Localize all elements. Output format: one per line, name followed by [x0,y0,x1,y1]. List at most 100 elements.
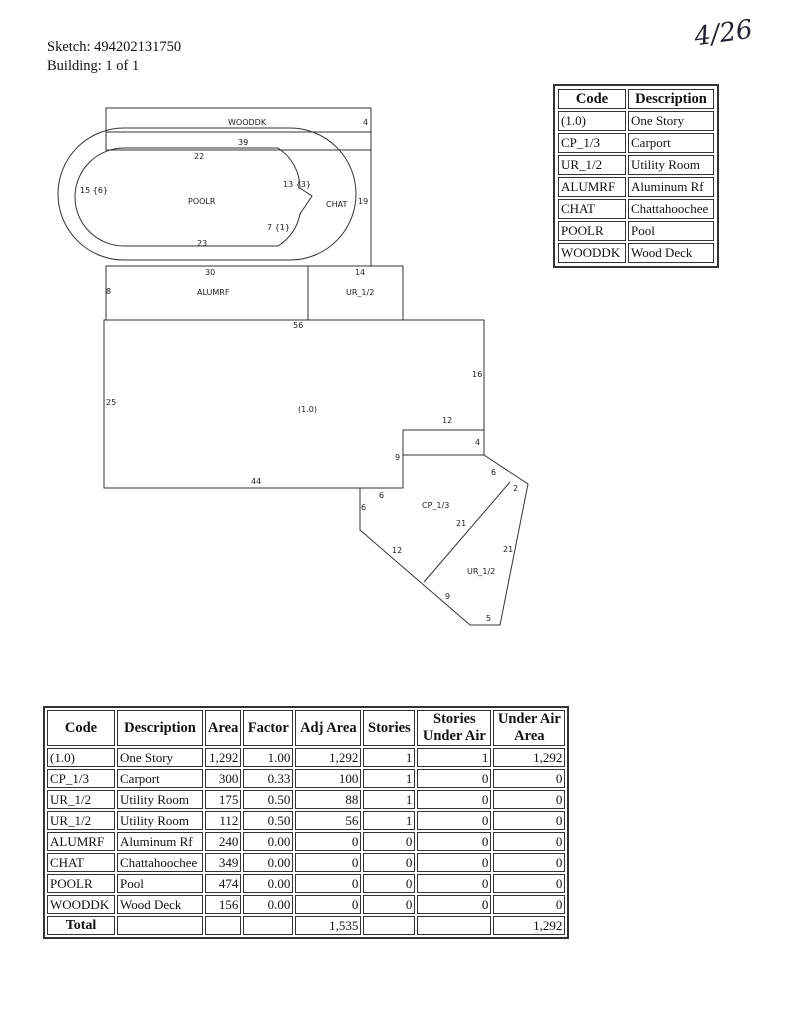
dim-label: 22 [194,152,204,161]
cell-area: 1,292 [205,748,242,767]
label-ur-top: UR_1/2 [346,288,374,297]
dim-label: 16 [472,370,482,379]
cell-code: CHAT [47,853,115,872]
total-empty-cell [205,916,242,935]
legend-code: POOLR [558,221,626,241]
cell-code: ALUMRF [47,832,115,851]
cell-adj-area: 100 [295,769,362,788]
carport-divider [423,481,511,583]
dim-label: 25 [106,398,116,407]
legend-code: CHAT [558,199,626,219]
cell-area: 112 [205,811,242,830]
dim-label: 12 [442,416,452,425]
total-under-air-area: 1,292 [493,916,566,935]
pool-inner-shape [74,147,313,247]
cell-stories: 0 [363,895,416,914]
label-alumrf: ALUMRF [197,288,230,297]
label-chat: CHAT [326,200,347,209]
header-under-air-area: Under Air Area [493,710,566,746]
legend-row: (1.0)One Story [558,111,714,131]
dim-label: 19 [358,197,368,206]
cell-stories: 1 [363,769,416,788]
cell-description: Pool [117,874,203,893]
cell-stories-under-air: 0 [417,895,492,914]
wood-deck-shape [105,107,372,133]
cell-description: Carport [117,769,203,788]
cell-stories-under-air: 0 [417,874,492,893]
cell-area: 474 [205,874,242,893]
label-cp: CP_1/3 [422,501,449,510]
cell-code: WOODDK [47,895,115,914]
cell-description: One Story [117,748,203,767]
cell-stories: 0 [363,853,416,872]
dim-label: 30 [205,268,215,277]
dim-label: 39 [238,138,248,147]
dim-label: 15 {6} [80,186,108,195]
main-one-story-shape [103,319,485,489]
cell-stories: 0 [363,874,416,893]
legend-description: Carport [628,133,714,153]
header-description: Description [117,710,203,746]
dim-label: 4 [475,438,480,447]
total-label: Total [47,916,115,935]
header-adj-area: Adj Area [295,710,362,746]
dim-label: 56 [293,321,303,330]
legend-header-row: Code Description [558,89,714,109]
legend-code: WOODDK [558,243,626,263]
cell-under-air-area: 0 [493,811,566,830]
total-empty-cell [117,916,203,935]
total-empty-cell [243,916,294,935]
cell-adj-area: 0 [295,895,362,914]
cell-description: Aluminum Rf [117,832,203,851]
dim-label: 4 [363,118,368,127]
cell-factor: 0.00 [243,874,294,893]
cell-description: Utility Room [117,790,203,809]
cell-under-air-area: 1,292 [493,748,566,767]
cell-code: POOLR [47,874,115,893]
dim-label: 5 [486,614,491,623]
legend-description: Aluminum Rf [628,177,714,197]
cell-code: CP_1/3 [47,769,115,788]
cell-factor: 0.33 [243,769,294,788]
cell-area: 175 [205,790,242,809]
cell-code: UR_1/2 [47,790,115,809]
cell-factor: 1.00 [243,748,294,767]
cell-stories-under-air: 0 [417,769,492,788]
legend-description: Pool [628,221,714,241]
cell-area: 156 [205,895,242,914]
building-count: Building: 1 of 1 [47,58,140,74]
cell-stories-under-air: 1 [417,748,492,767]
areas-header-row: Code Description Area Factor Adj Area St… [47,710,566,746]
dim-label: 13 {3} [283,180,311,189]
label-wooddk: WOODDK [228,118,267,127]
dim-label: 7 {1} [267,223,290,232]
header-code: Code [47,710,115,746]
cell-under-air-area: 0 [493,769,566,788]
cell-factor: 0.00 [243,853,294,872]
cell-stories: 1 [363,811,416,830]
cell-stories: 1 [363,748,416,767]
header-stories: Stories [363,710,416,746]
cell-stories-under-air: 0 [417,853,492,872]
cell-description: Utility Room [117,811,203,830]
carport-utility-shape [359,429,529,626]
cell-adj-area: 0 [295,874,362,893]
dim-label: 44 [251,477,261,486]
total-empty-cell [363,916,416,935]
cell-area: 240 [205,832,242,851]
cell-adj-area: 0 [295,853,362,872]
cell-under-air-area: 0 [493,874,566,893]
label-ur-bottom: UR_1/2 [467,567,495,576]
legend-description: Chattahoochee [628,199,714,219]
legend-code: CP_1/3 [558,133,626,153]
